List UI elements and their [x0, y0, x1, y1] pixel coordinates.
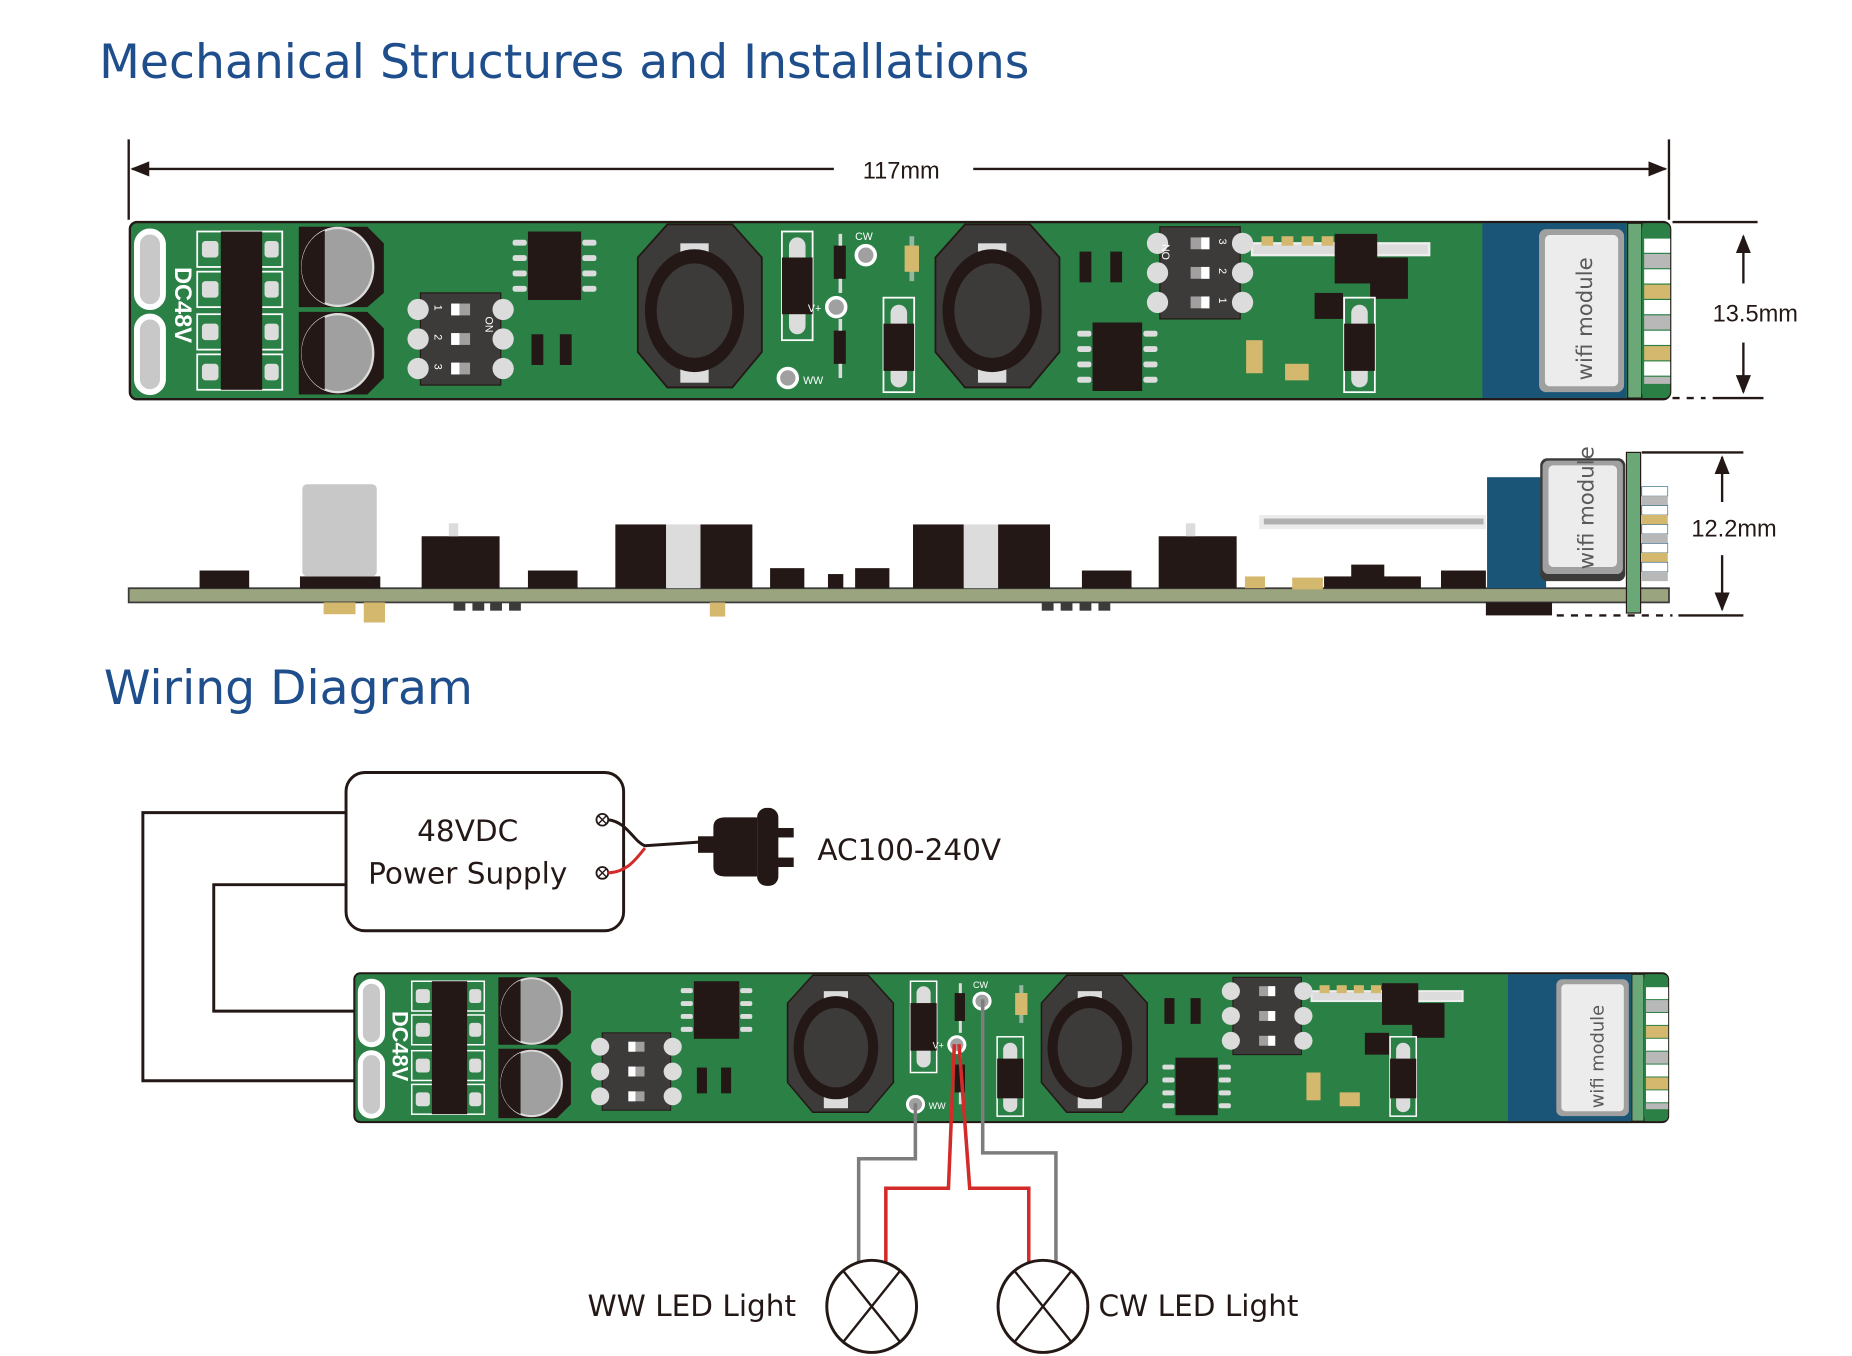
svg-text:CW: CW	[855, 231, 873, 243]
dip-switch-2-on-label: ON	[1160, 244, 1172, 260]
dc-wires	[141, 811, 362, 1083]
ww-led-label: WW LED Light	[587, 1289, 796, 1323]
terminal-vplus: V+	[808, 295, 848, 319]
width-dimension: 13.5mm	[1672, 220, 1798, 400]
pcb-input-label: DC48V	[169, 267, 195, 343]
wiring-section-title: Wiring Diagram	[104, 661, 473, 716]
wifi-module-side-label: wifi module	[1574, 446, 1599, 569]
svg-text:1: 1	[432, 305, 444, 311]
length-dimension: 117mm	[127, 139, 1671, 220]
height-dimension: 12.2mm	[1556, 451, 1777, 617]
terminal-ww: WW	[776, 366, 823, 390]
svg-text:3: 3	[1216, 239, 1228, 245]
mechanical-section-title: Mechanical Structures and Installations	[99, 35, 1029, 90]
length-label: 117mm	[863, 158, 940, 184]
svg-text:wifi module: wifi module	[1588, 1005, 1609, 1108]
terminal-screw-icon	[595, 812, 610, 827]
led-wires	[856, 999, 1058, 1262]
svg-text:V+: V+	[933, 1041, 944, 1051]
ac-input-label: AC100-240V	[817, 833, 1001, 867]
dip-switch-1-on-label: ON	[482, 317, 494, 333]
wifi-module-label: wifi module	[1573, 257, 1598, 380]
svg-text:2: 2	[1216, 268, 1228, 274]
cw-led-label: CW LED Light	[1098, 1289, 1298, 1323]
ww-led-lamp-icon	[825, 1258, 919, 1354]
power-supply-label: Power Supply	[368, 857, 567, 891]
svg-text:CW: CW	[973, 980, 989, 990]
svg-text:WW: WW	[803, 375, 823, 387]
svg-text:3: 3	[432, 364, 444, 370]
svg-text:2: 2	[432, 334, 444, 340]
pcb-side-view: wifi module	[127, 446, 1670, 623]
pcb-wiring-input-label: DC48V	[388, 1011, 413, 1082]
pcb-top-view: DC48V 1 2 3 ON 3 2 1 ON CW	[130, 222, 1670, 399]
cw-led-lamp-icon	[996, 1258, 1090, 1354]
svg-text:V+: V+	[808, 303, 821, 315]
power-supply: 48VDC Power Supply	[344, 771, 626, 933]
svg-text:WW: WW	[929, 1101, 947, 1111]
dip-switch-2[interactable]: 3 2 1 ON	[1146, 226, 1254, 320]
pcb-wiring-view: DC48V CW V+ WW wifi module	[354, 973, 1668, 1122]
terminal-screw-icon	[595, 866, 610, 880]
dip-switch-1[interactable]: 1 2 3 ON	[407, 292, 514, 386]
width-label: 13.5mm	[1713, 301, 1798, 327]
power-supply-voltage: 48VDC	[417, 814, 518, 848]
terminal-cw: CW	[854, 231, 877, 267]
svg-text:1: 1	[1216, 298, 1228, 304]
height-label: 12.2mm	[1691, 516, 1776, 542]
ac-plug-icon	[607, 807, 794, 886]
